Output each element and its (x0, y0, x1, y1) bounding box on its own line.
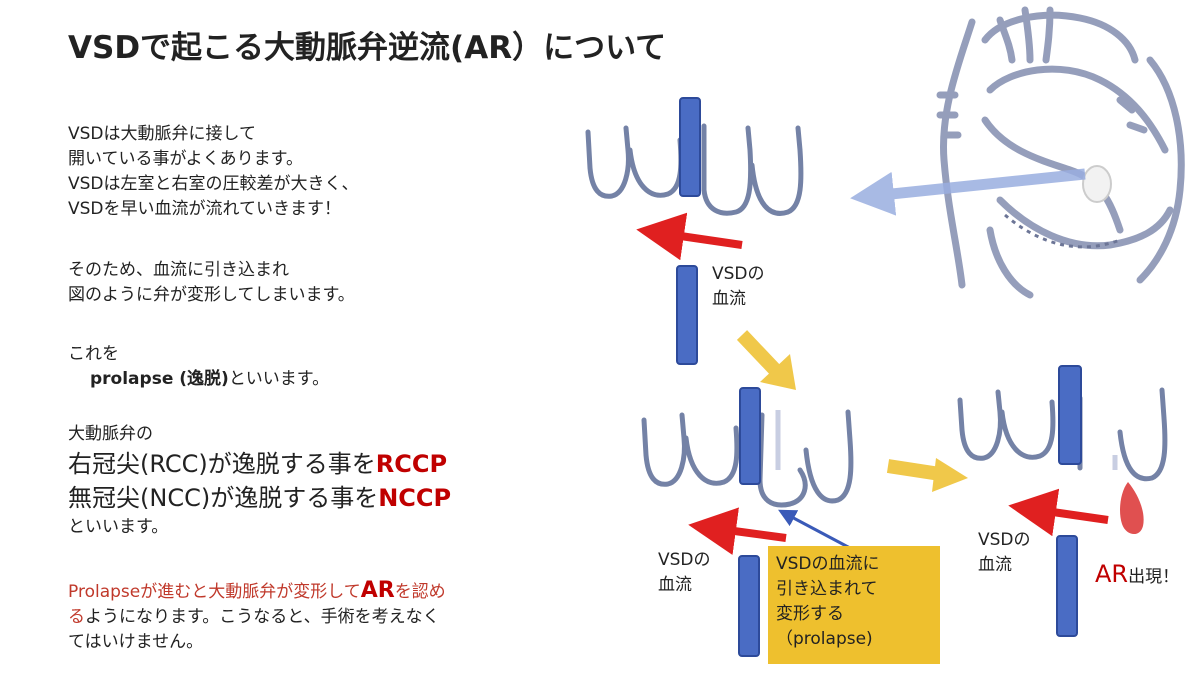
callout-line: VSDの血流に (776, 554, 880, 574)
text-line: VSDは左室と右室の圧較差が大きく、 (68, 174, 359, 194)
text-line: これを (68, 344, 119, 364)
heart-right-wall (1136, 56, 1185, 284)
text-line: を認め (394, 582, 446, 602)
text-line: 無冠尖(NCC)が逸脱する事を (68, 484, 379, 512)
surgery-paragraph: Prolapseが進むと大動脈弁が変形してARを認め るようになります。こうなる… (68, 578, 446, 655)
septum-lower (1056, 535, 1078, 637)
rccp-term: RCCP (375, 450, 448, 478)
callout-line: 引き込まれて (776, 579, 878, 599)
heart-lower (986, 226, 1034, 299)
ar-term: AR (360, 578, 395, 603)
valve-middle (641, 409, 854, 508)
text-line: といいます。 (228, 369, 330, 389)
heart-vessel-top2 (1021, 6, 1034, 64)
label-line: 血流 (978, 555, 1012, 575)
valve-cusp (749, 125, 804, 216)
text-line: 右冠尖(RCC)が逸脱する事を (68, 450, 376, 478)
page-title: VSDで起こる大動脈弁逆流(AR）について (68, 30, 667, 66)
heart-ticks (936, 91, 1148, 139)
cause-paragraph: そのため、血流に引き込まれ 図のように弁が変形してしまいます。 (68, 258, 355, 308)
ar-term: AR (1095, 560, 1129, 588)
text-line: 大動脈弁の (68, 424, 153, 444)
valve-cusp (957, 389, 1003, 461)
septum-lower (676, 265, 698, 365)
heart-vessel-top3 (1042, 6, 1054, 64)
text-line: る (68, 607, 85, 627)
prolapse-paragraph: これを prolapse (逸脱)といいます。 (68, 342, 329, 392)
heart-schematic (936, 6, 1185, 299)
flow-arrow (688, 507, 787, 555)
heart-outline-left (939, 18, 976, 289)
label-line: VSDの (978, 530, 1031, 550)
label-line: 出現！ (1128, 567, 1180, 587)
text-line: といいます。 (68, 517, 169, 537)
text-line: そのため、血流に引き込まれ (68, 260, 289, 280)
valve-cusp (1117, 387, 1168, 482)
valve-cusp (641, 412, 687, 487)
valve-cusp (701, 123, 754, 216)
step-arrow-right (886, 458, 968, 492)
prolapse-term-line: prolapse (逸脱)といいます。 (68, 367, 329, 392)
vsd-flow-label-right: VSDの 血流 (978, 528, 1031, 578)
callout-pointer (778, 509, 851, 550)
nccp-line: 無冠尖(NCC)が逸脱する事をNCCP (68, 481, 451, 515)
valve-cusp (999, 399, 1056, 460)
nccp-term: NCCP (378, 484, 452, 512)
text-line: ようになります。こうなると、手術を考えなく (85, 607, 440, 627)
heart-trabeculae (1004, 213, 1121, 249)
step-arrow-down (736, 330, 796, 390)
ar-appear-label: AR出現！ (1095, 560, 1179, 588)
text-line: Prolapseが進むと大動脈弁が変形して (68, 582, 361, 602)
flow-arrow (1008, 488, 1109, 537)
intro-paragraph: VSDは大動脈弁に接して 開いている事がよくあります。 VSDは左室と右室の圧較… (68, 122, 359, 222)
valve-cusp-prolapsed (757, 412, 808, 508)
heart-septum-curve (981, 116, 1124, 234)
vsd-flow-label-top: VSDの 血流 (712, 262, 765, 312)
prolapse-callout: VSDの血流に 引き込まれて 変形する （prolapse) (768, 546, 940, 664)
valve-cusp (585, 125, 631, 199)
text-line: 図のように弁が変形してしまいます。 (68, 285, 355, 305)
regurgitation-jet (1120, 482, 1144, 535)
text-line: てはいけません。 (68, 632, 204, 652)
text-line: VSDは大動脈弁に接して (68, 124, 257, 144)
text-line: 開いている事がよくあります。 (68, 149, 303, 169)
surgery-line-2: るようになります。こうなると、手術を考えなく (68, 605, 446, 630)
rccp-line: 右冠尖(RCC)が逸脱する事をRCCP (68, 447, 451, 481)
valve-cusp (683, 425, 740, 486)
valve-cusp (803, 409, 854, 504)
septum-upper (679, 97, 701, 197)
callout-line: 変形する (776, 604, 844, 624)
septum-upper (739, 387, 761, 485)
cusp-paragraph: 大動脈弁の 右冠尖(RCC)が逸脱する事をRCCP 無冠尖(NCC)が逸脱する事… (68, 422, 451, 540)
heart-vessel-top (996, 16, 1016, 64)
valve-cusp (627, 137, 684, 198)
vsd-flow-label-middle: VSDの 血流 (658, 548, 711, 598)
septum-upper (1058, 365, 1082, 465)
heart-lv-wall (996, 196, 1174, 250)
callout-line: （prolapse) (776, 629, 873, 649)
heart-inner-curve (986, 65, 1169, 154)
septum-lower (738, 555, 760, 657)
vsd-jet-arrow (850, 168, 1086, 216)
label-line: VSDの (658, 550, 711, 570)
label-line: 血流 (658, 575, 692, 595)
prolapse-term: prolapse (逸脱) (90, 369, 229, 389)
label-line: 血流 (712, 289, 746, 309)
label-line: VSDの (712, 264, 765, 284)
flow-arrow (636, 212, 743, 261)
surgery-line-1: Prolapseが進むと大動脈弁が変形してARを認め (68, 578, 446, 605)
vsd-spot (1082, 165, 1112, 203)
text-line: VSDを早い血流が流れていきます！ (68, 199, 342, 219)
